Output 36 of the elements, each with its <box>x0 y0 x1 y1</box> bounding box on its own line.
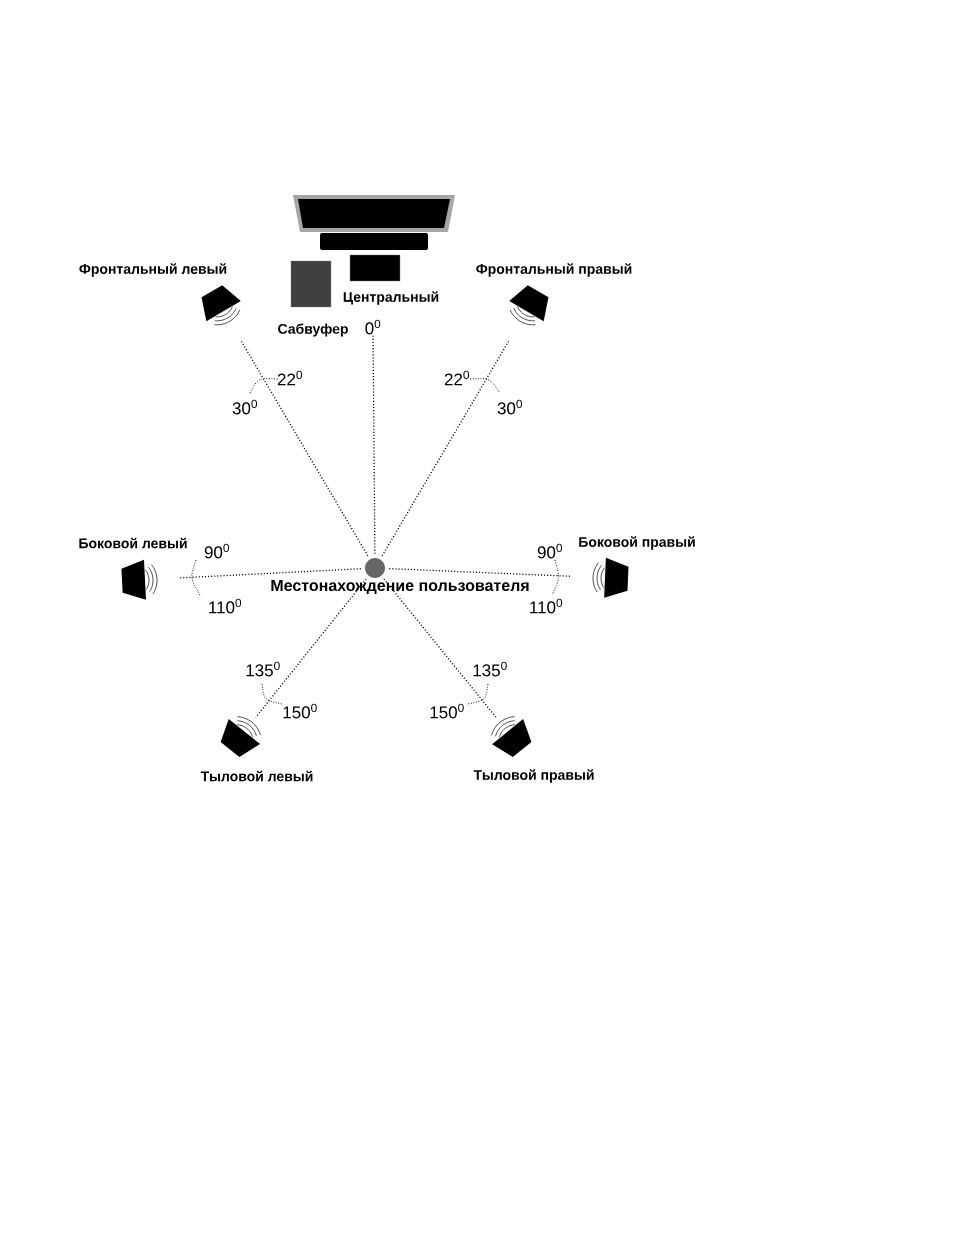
speaker: Тыловой правый <box>473 716 594 783</box>
listener-caption: Местонахождение пользователя <box>271 579 529 595</box>
angle-label: 150$^{0}$ <box>283 703 317 719</box>
node-label: Фронтальный левый <box>79 263 227 277</box>
dotted-line <box>255 578 367 718</box>
dotted-line <box>381 340 510 557</box>
speaker: Боковой правый <box>579 536 695 598</box>
angle-label: 135$^{0}$ <box>473 661 507 677</box>
angle-label: 90$^{0}$ <box>204 543 230 559</box>
angle-label: 90$^{0}$ <box>537 543 563 559</box>
angle-label: 110$^{0}$ <box>530 598 563 614</box>
node-label: Тыловой правый <box>473 769 594 783</box>
speaker: Фронтальный правый <box>476 263 632 326</box>
dotted-line <box>240 340 369 557</box>
node-label: Боковой правый <box>579 536 695 550</box>
node-label: Боковой левый <box>79 537 187 549</box>
speaker: Боковой левый <box>79 537 187 600</box>
angle-label: 0$^{0}$ <box>365 319 381 335</box>
speaker: Фронтальный левый <box>79 263 241 326</box>
node-label: Центральный <box>343 291 439 305</box>
dotted-line <box>372 334 376 555</box>
node-label: Сабвуфер <box>278 323 348 337</box>
listener-dot <box>365 558 385 578</box>
dotted-line <box>179 568 362 579</box>
dotted-line <box>388 567 571 577</box>
dotted-line <box>383 578 497 719</box>
center-speaker: Центральный <box>343 254 439 305</box>
angle-label: 135$^{0}$ <box>246 661 280 677</box>
angle-label: 22$^{0}$ <box>277 370 303 386</box>
angle-label: 30$^{0}$ <box>232 399 258 415</box>
angle-label: 22$^{0}$ <box>444 370 470 386</box>
node-label: Тыловой левый <box>200 770 313 782</box>
angle-label: 30$^{0}$ <box>497 399 523 415</box>
node-label: Фронтальный правый <box>476 263 632 277</box>
angle-label: 150$^{0}$ <box>430 703 464 719</box>
angle-label: 110$^{0}$ <box>209 598 242 614</box>
